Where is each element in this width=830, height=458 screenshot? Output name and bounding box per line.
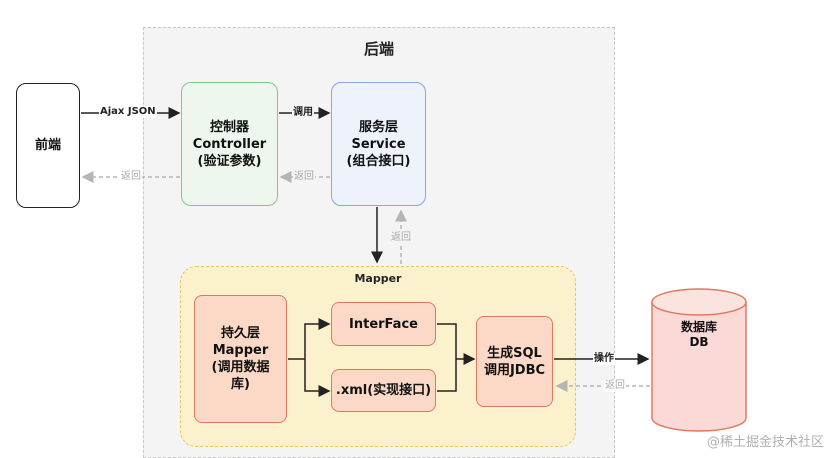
database-title: 数据库 bbox=[680, 320, 717, 334]
persistence-note-2: 库) bbox=[231, 377, 250, 392]
persistence-note-1: (调用数据 bbox=[211, 360, 270, 375]
edge-label-ajax-json: Ajax JSON bbox=[99, 106, 157, 118]
edge-label-return-frontend: 返回 bbox=[120, 171, 142, 183]
sql-title: 生成SQL bbox=[487, 345, 542, 361]
controller-title: 控制器 bbox=[209, 119, 249, 135]
xml-label: .xml(实现接口) bbox=[335, 383, 432, 398]
interface-node: InterFace bbox=[331, 302, 436, 346]
persistence-title: 持久层 bbox=[220, 326, 260, 341]
watermark: @稀土掘金技术社区 bbox=[706, 435, 824, 450]
edge-label-return-service: 返回 bbox=[390, 232, 412, 244]
interface-label: InterFace bbox=[349, 316, 418, 332]
database-cylinder bbox=[651, 288, 747, 432]
service-subtitle: Service bbox=[351, 136, 406, 152]
edge-label-operate: 操作 bbox=[593, 353, 615, 365]
frontend-label: 前端 bbox=[34, 138, 61, 153]
database-subtitle: DB bbox=[689, 335, 709, 349]
mapper-region-label: Mapper bbox=[354, 272, 402, 285]
sql-subtitle: 调用JDBC bbox=[483, 362, 546, 378]
frontend-node: 前端 bbox=[16, 83, 80, 208]
controller-subtitle: Controller bbox=[192, 136, 267, 152]
controller-note: (验证参数) bbox=[197, 153, 262, 169]
controller-node: 控制器 Controller (验证参数) bbox=[181, 82, 278, 206]
service-node: 服务层 Service (组合接口) bbox=[331, 82, 426, 206]
persistence-node: 持久层 Mapper (调用数据 库) bbox=[194, 295, 287, 423]
xml-node: .xml(实现接口) bbox=[331, 369, 436, 412]
sql-node: 生成SQL 调用JDBC bbox=[476, 316, 553, 407]
edge-label-return-db: 返回 bbox=[604, 380, 626, 392]
edge-label-call: 调用 bbox=[292, 107, 314, 119]
database-label: 数据库 DB bbox=[650, 320, 748, 350]
backend-title: 后端 bbox=[363, 40, 394, 58]
edge-label-return-controller: 返回 bbox=[293, 171, 315, 183]
persistence-subtitle: Mapper bbox=[212, 343, 269, 358]
service-note: (组合接口) bbox=[346, 153, 411, 169]
service-title: 服务层 bbox=[358, 119, 398, 135]
